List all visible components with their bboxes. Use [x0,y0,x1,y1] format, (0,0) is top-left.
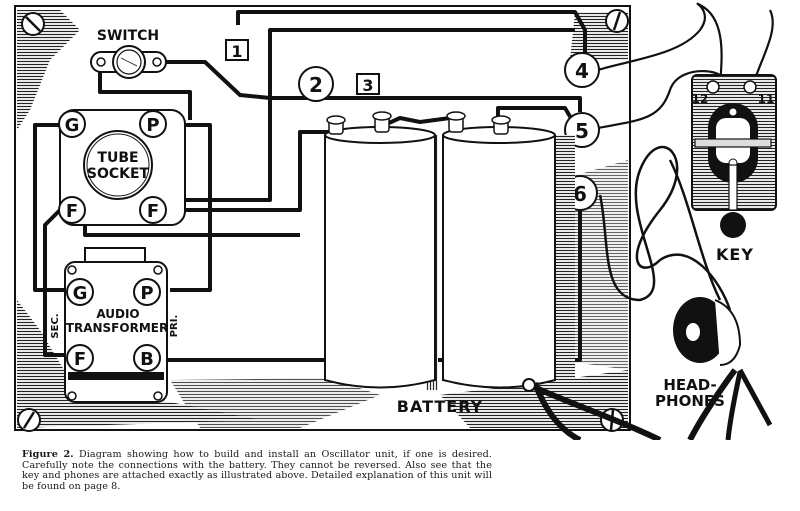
svg-text:TRANSFORMER: TRANSFORMER [66,321,168,335]
wire-marker-3: 3 [356,73,380,95]
screw-icon [605,9,629,33]
figure-caption: Figure 2. Diagram showing how to build a… [22,449,492,492]
svg-text:11: 11 [758,92,775,106]
svg-text:F: F [66,201,78,222]
svg-text:TUBE: TUBE [97,150,138,166]
terminal-f: F [58,196,86,224]
svg-text:F: F [74,349,86,370]
terminal-f: F [139,196,167,224]
svg-text:PHONES: PHONES [655,392,725,410]
battery-post [491,115,511,135]
terminal-p: P [139,110,167,138]
svg-text:SWITCH: SWITCH [97,28,159,44]
svg-text:KEY: KEY [716,245,754,264]
terminal-f: F [66,344,94,372]
battery-post [372,111,392,133]
oscillator-wiring-diagram: 1 3 2 4 5 6 SWITCH TUBE SOCKET G P F [14,2,777,440]
svg-text:HEAD-: HEAD- [663,376,716,394]
wire-marker-4: 4 [564,52,600,88]
audio-transformer: AUDIO TRANSFORMER SEC. PRI. G P F B [50,247,180,403]
svg-text:P: P [146,115,159,136]
battery: BATTERY [324,111,575,416]
svg-text:F: F [147,201,159,222]
battery-post [446,111,466,133]
key-knob-icon [720,212,746,238]
svg-text:AUDIO: AUDIO [96,307,139,321]
battery-cell [324,126,436,389]
svg-text:12: 12 [692,92,709,106]
svg-text:2: 2 [309,73,323,97]
svg-text:BATTERY: BATTERY [397,397,484,416]
svg-text:SOCKET: SOCKET [87,166,150,182]
svg-text:5: 5 [575,119,589,143]
terminal-g: G [66,278,94,306]
figure-number: Figure 2. [22,449,74,460]
terminal-p: P [133,278,161,306]
svg-text:4: 4 [575,59,589,83]
telegraph-key: 12 11 KEY [691,74,777,264]
caption-text: Diagram showing how to build and install… [22,449,492,492]
screw-icon [21,12,45,36]
svg-text:1: 1 [231,42,242,61]
wire-marker-2: 2 [298,66,334,102]
svg-text:3: 3 [362,76,373,95]
battery-post [326,115,346,135]
screw-icon [17,408,41,432]
svg-text:G: G [65,115,80,136]
svg-text:P: P [140,283,153,304]
svg-text:SEC.: SEC. [50,313,61,338]
svg-text:G: G [73,283,88,304]
svg-text:PRI.: PRI. [169,315,180,338]
battery-cell [442,126,556,389]
switch: SWITCH [90,28,167,79]
terminal-g: G [58,110,86,138]
tube-socket: TUBE SOCKET G P F F [58,109,186,226]
headphones: HEAD- PHONES [522,297,773,440]
svg-text:B: B [140,349,154,370]
terminal-b: B [133,344,161,372]
wire-marker-1: 1 [225,39,249,61]
svg-text:6: 6 [573,182,587,206]
